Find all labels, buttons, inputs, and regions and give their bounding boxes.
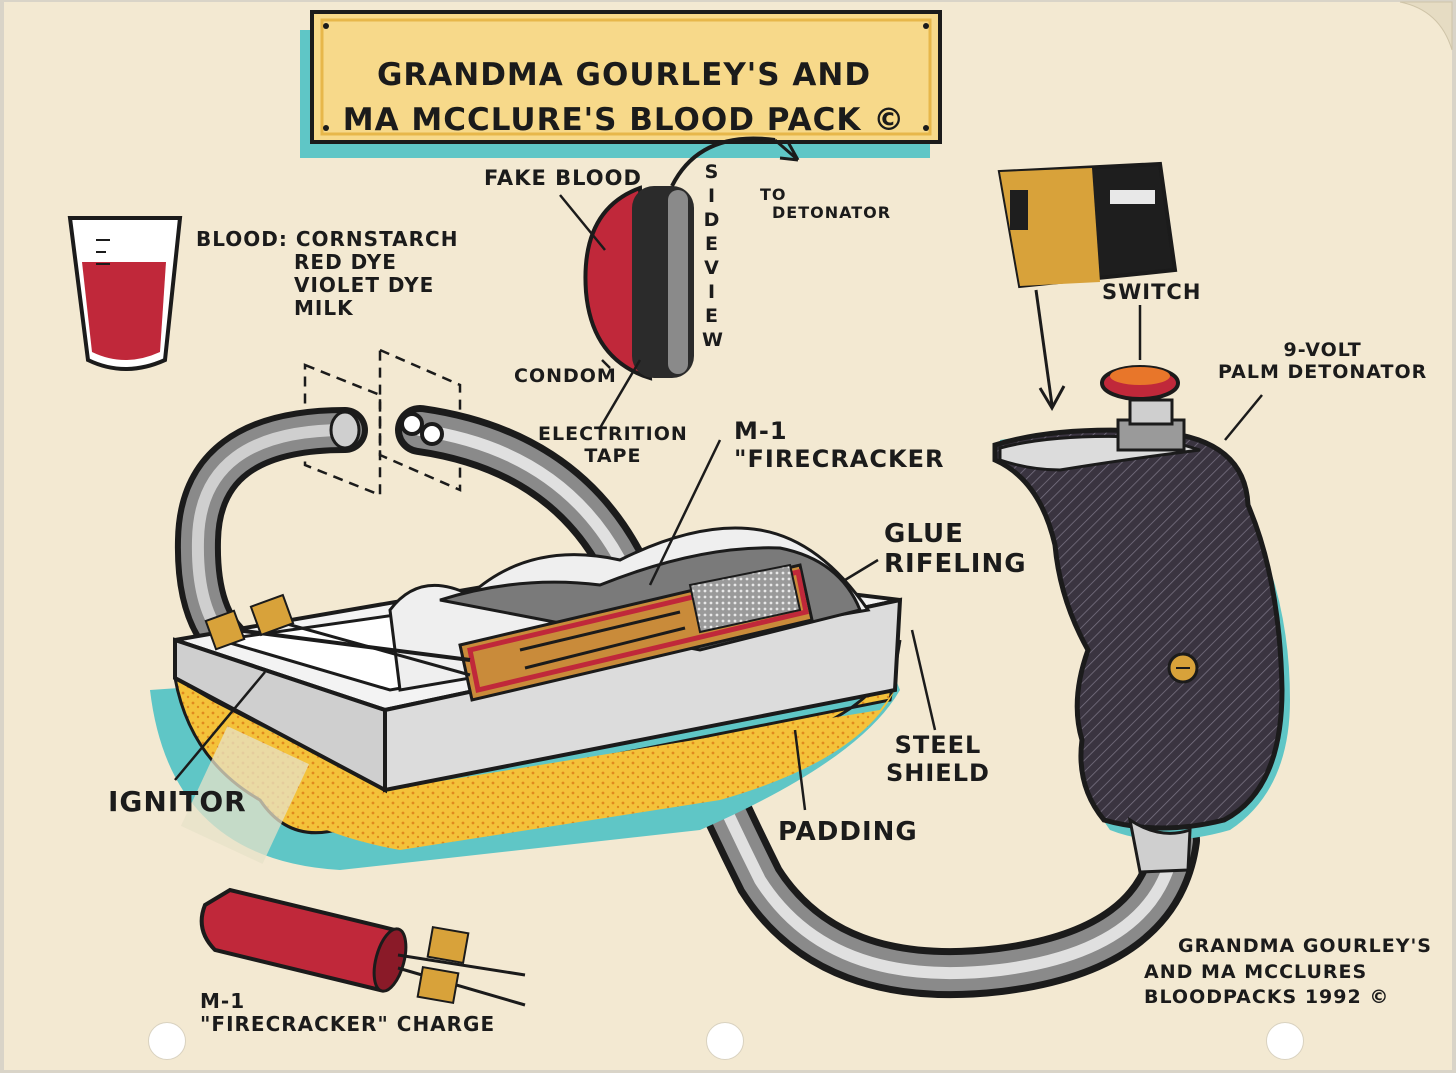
electrical-tape-label: Electrition Tape xyxy=(538,423,688,468)
blood-beaker-icon xyxy=(67,216,183,371)
palm-detonator xyxy=(992,365,1290,874)
glue-rifeling-line: Glue xyxy=(884,519,964,549)
switch-label: Switch xyxy=(1102,280,1202,304)
binder-hole xyxy=(148,1022,186,1060)
fake-blood-label: Fake Blood xyxy=(484,166,642,190)
leader-lines xyxy=(174,194,1263,811)
paper-corner-curl xyxy=(1399,1,1453,51)
glue-rifeling-line: Rifeling xyxy=(884,548,1027,579)
signature-line: Grandma Gourley's xyxy=(1178,935,1432,957)
palm-detonator-line: 9-Volt xyxy=(1283,339,1362,361)
blood-ingredient: Milk xyxy=(294,296,354,320)
battery-arrow xyxy=(1034,289,1066,412)
m1-firecracker-label: M-1 "Firecracker xyxy=(734,417,945,473)
to-detonator-line: Detonator xyxy=(772,203,892,223)
fake-blood-side-view xyxy=(583,136,800,381)
hose-ends xyxy=(329,410,444,450)
to-detonator-line: To xyxy=(760,185,787,204)
title-line-1: Grandma Gourley's and xyxy=(376,57,872,93)
electrical-tape-line: Tape xyxy=(584,444,642,467)
blood-recipe-header: Blood: Cornstarch xyxy=(196,227,459,251)
m1-firecracker-line: "Firecracker xyxy=(734,444,945,473)
binder-hole xyxy=(1266,1022,1304,1060)
palm-detonator-line: Palm Detonator xyxy=(1218,360,1428,383)
steel-shield-line: Steel xyxy=(894,731,982,759)
electrical-tape-line: Electrition xyxy=(538,423,688,445)
binder-hole xyxy=(706,1022,744,1060)
firecracker-charge-line: M-1 xyxy=(200,989,246,1013)
glue-rifeling-label: Glue Rifeling xyxy=(884,519,1027,580)
signature-label: Grandma Gourley's and Ma McClures Bloodp… xyxy=(1144,934,1432,1011)
condom-label: Condom xyxy=(514,365,617,387)
nine-volt-battery-icon xyxy=(997,161,1178,289)
signature-line: Bloodpacks 1992 © xyxy=(1144,986,1390,1009)
blood-ingredient: Red Dye xyxy=(294,250,397,274)
m1-firecracker-line: M-1 xyxy=(734,417,788,445)
m1-firecracker-inside xyxy=(458,563,814,702)
firecracker-charge xyxy=(199,887,526,1007)
title-line-2: Ma McClure's Blood Pack © xyxy=(342,101,906,138)
ignitor-label: Ignitor xyxy=(108,785,247,818)
page-title: Grandma Gourley's and Ma McClure's Blood… xyxy=(318,53,930,143)
blood-recipe-label: Blood: Cornstarch Red Dye Violet Dye Mil… xyxy=(196,228,458,320)
title-plaque xyxy=(300,10,942,158)
firecracker-charge-line: "Firecracker" Charge xyxy=(200,1012,496,1036)
blood-ingredient: Violet Dye xyxy=(294,273,435,297)
side-view-label: SIDEVIEW xyxy=(702,161,724,351)
steel-shield-label: Steel Shield xyxy=(886,731,990,787)
palm-detonator-label: 9-Volt Palm Detonator xyxy=(1218,339,1428,384)
padding-label: Padding xyxy=(778,817,918,847)
steel-shield-line: Shield xyxy=(886,758,990,787)
firecracker-charge-label: M-1 "Firecracker" Charge xyxy=(200,990,495,1036)
tape-residue xyxy=(180,726,310,864)
to-detonator-label: To Detonator xyxy=(760,185,892,223)
ignitor-wires xyxy=(204,593,471,677)
padding-foam-bottom xyxy=(190,690,895,850)
signature-line: and Ma McClures xyxy=(1144,960,1368,983)
